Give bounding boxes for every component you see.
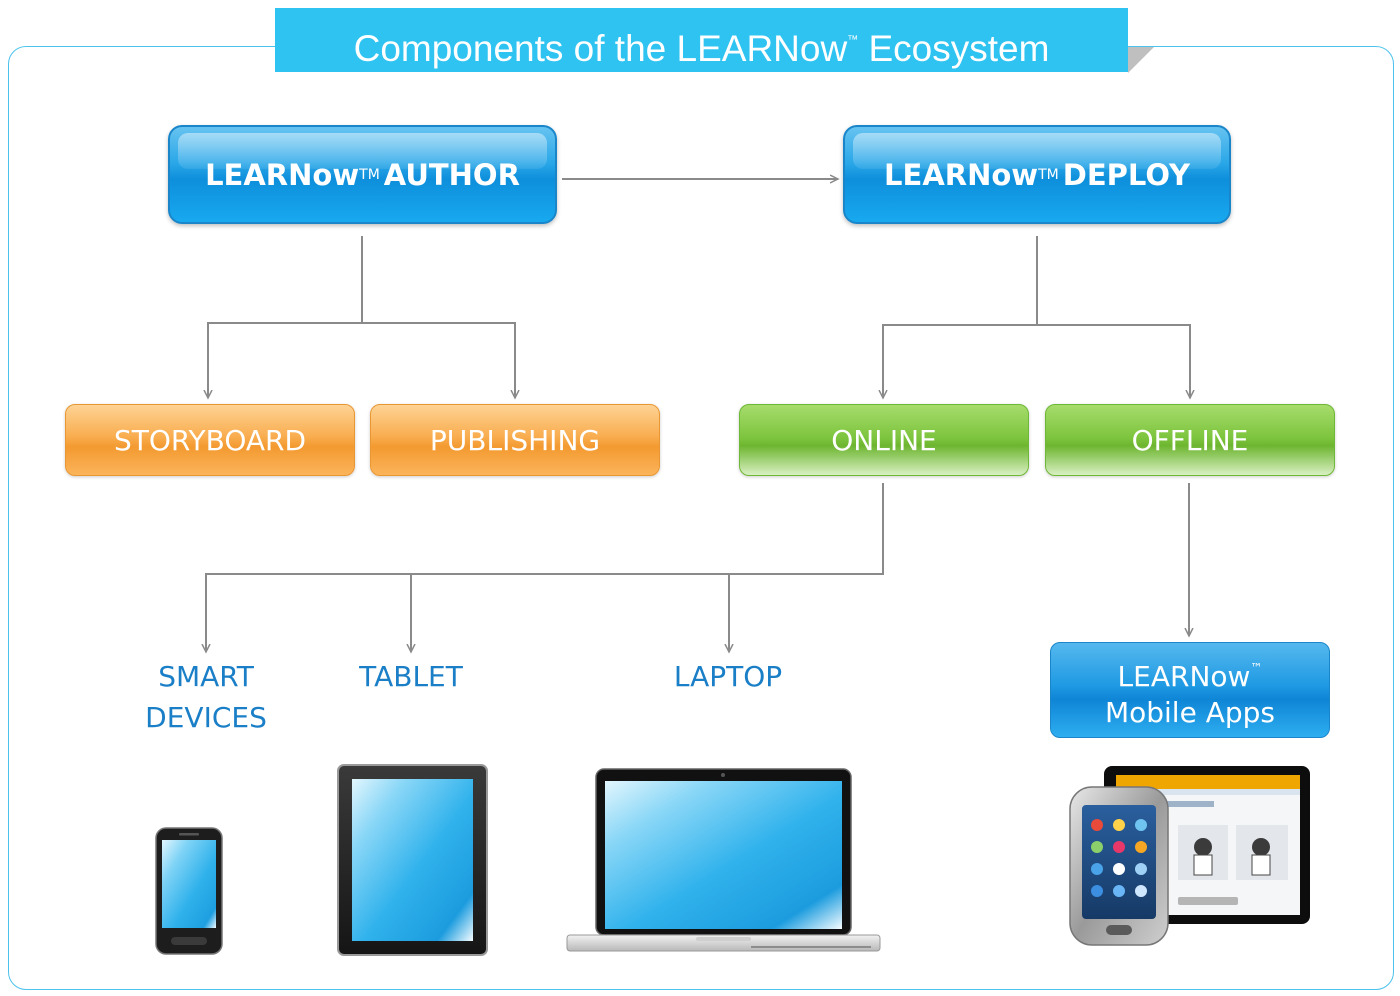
tablet-label-text: TABLET [359,660,463,693]
tablet-label: TABLET [311,656,511,697]
smartphone-image [155,827,223,955]
publishing-label: PUBLISHING [429,423,601,457]
title-suffix: Ecosystem [868,28,1050,69]
storyboard-box: STORYBOARD [65,404,355,476]
page-title: Components of the LEARNow™ Ecosystem [275,8,1128,72]
smart-devices-label: SMART DEVICES [106,656,306,738]
laptop-label-text: LAPTOP [673,660,783,693]
deploy-label: DEPLOY [1062,157,1190,192]
smart-devices-line1: SMART [158,660,254,693]
deploy-brand: LEARNow [884,157,1039,192]
title-fold-corner [1128,47,1154,73]
title-tm: ™ [847,34,859,46]
gloss-highlight [853,133,1221,170]
mobile-apps-tm: ™ [1250,660,1263,675]
online-box: ONLINE [739,404,1029,476]
smart-devices-line2: DEVICES [145,701,267,734]
learnow-mobile-apps-box: LEARNow™ Mobile Apps [1050,642,1330,738]
title-text: Components of the LEARNow [353,28,848,69]
publishing-box: PUBLISHING [370,404,660,476]
gloss-highlight [178,133,547,170]
deploy-tm: TM [1038,166,1059,183]
mobile-apps-line1: LEARNow™ [1118,650,1263,695]
mobile-apps-devices-image [1068,765,1312,947]
laptop-image [566,768,881,956]
online-label: ONLINE [831,423,937,457]
author-tm: TM [359,166,380,183]
offline-box: OFFLINE [1045,404,1335,476]
storyboard-label: STORYBOARD [113,423,307,457]
offline-label: OFFLINE [1131,423,1249,457]
mobile-apps-line2: Mobile Apps [1104,695,1276,729]
author-brand: LEARNow [205,157,360,192]
mobile-apps-brand: LEARNow [1117,659,1251,693]
author-label: AUTHOR [383,157,520,192]
laptop-label: LAPTOP [628,656,828,697]
tablet-image [337,764,488,956]
